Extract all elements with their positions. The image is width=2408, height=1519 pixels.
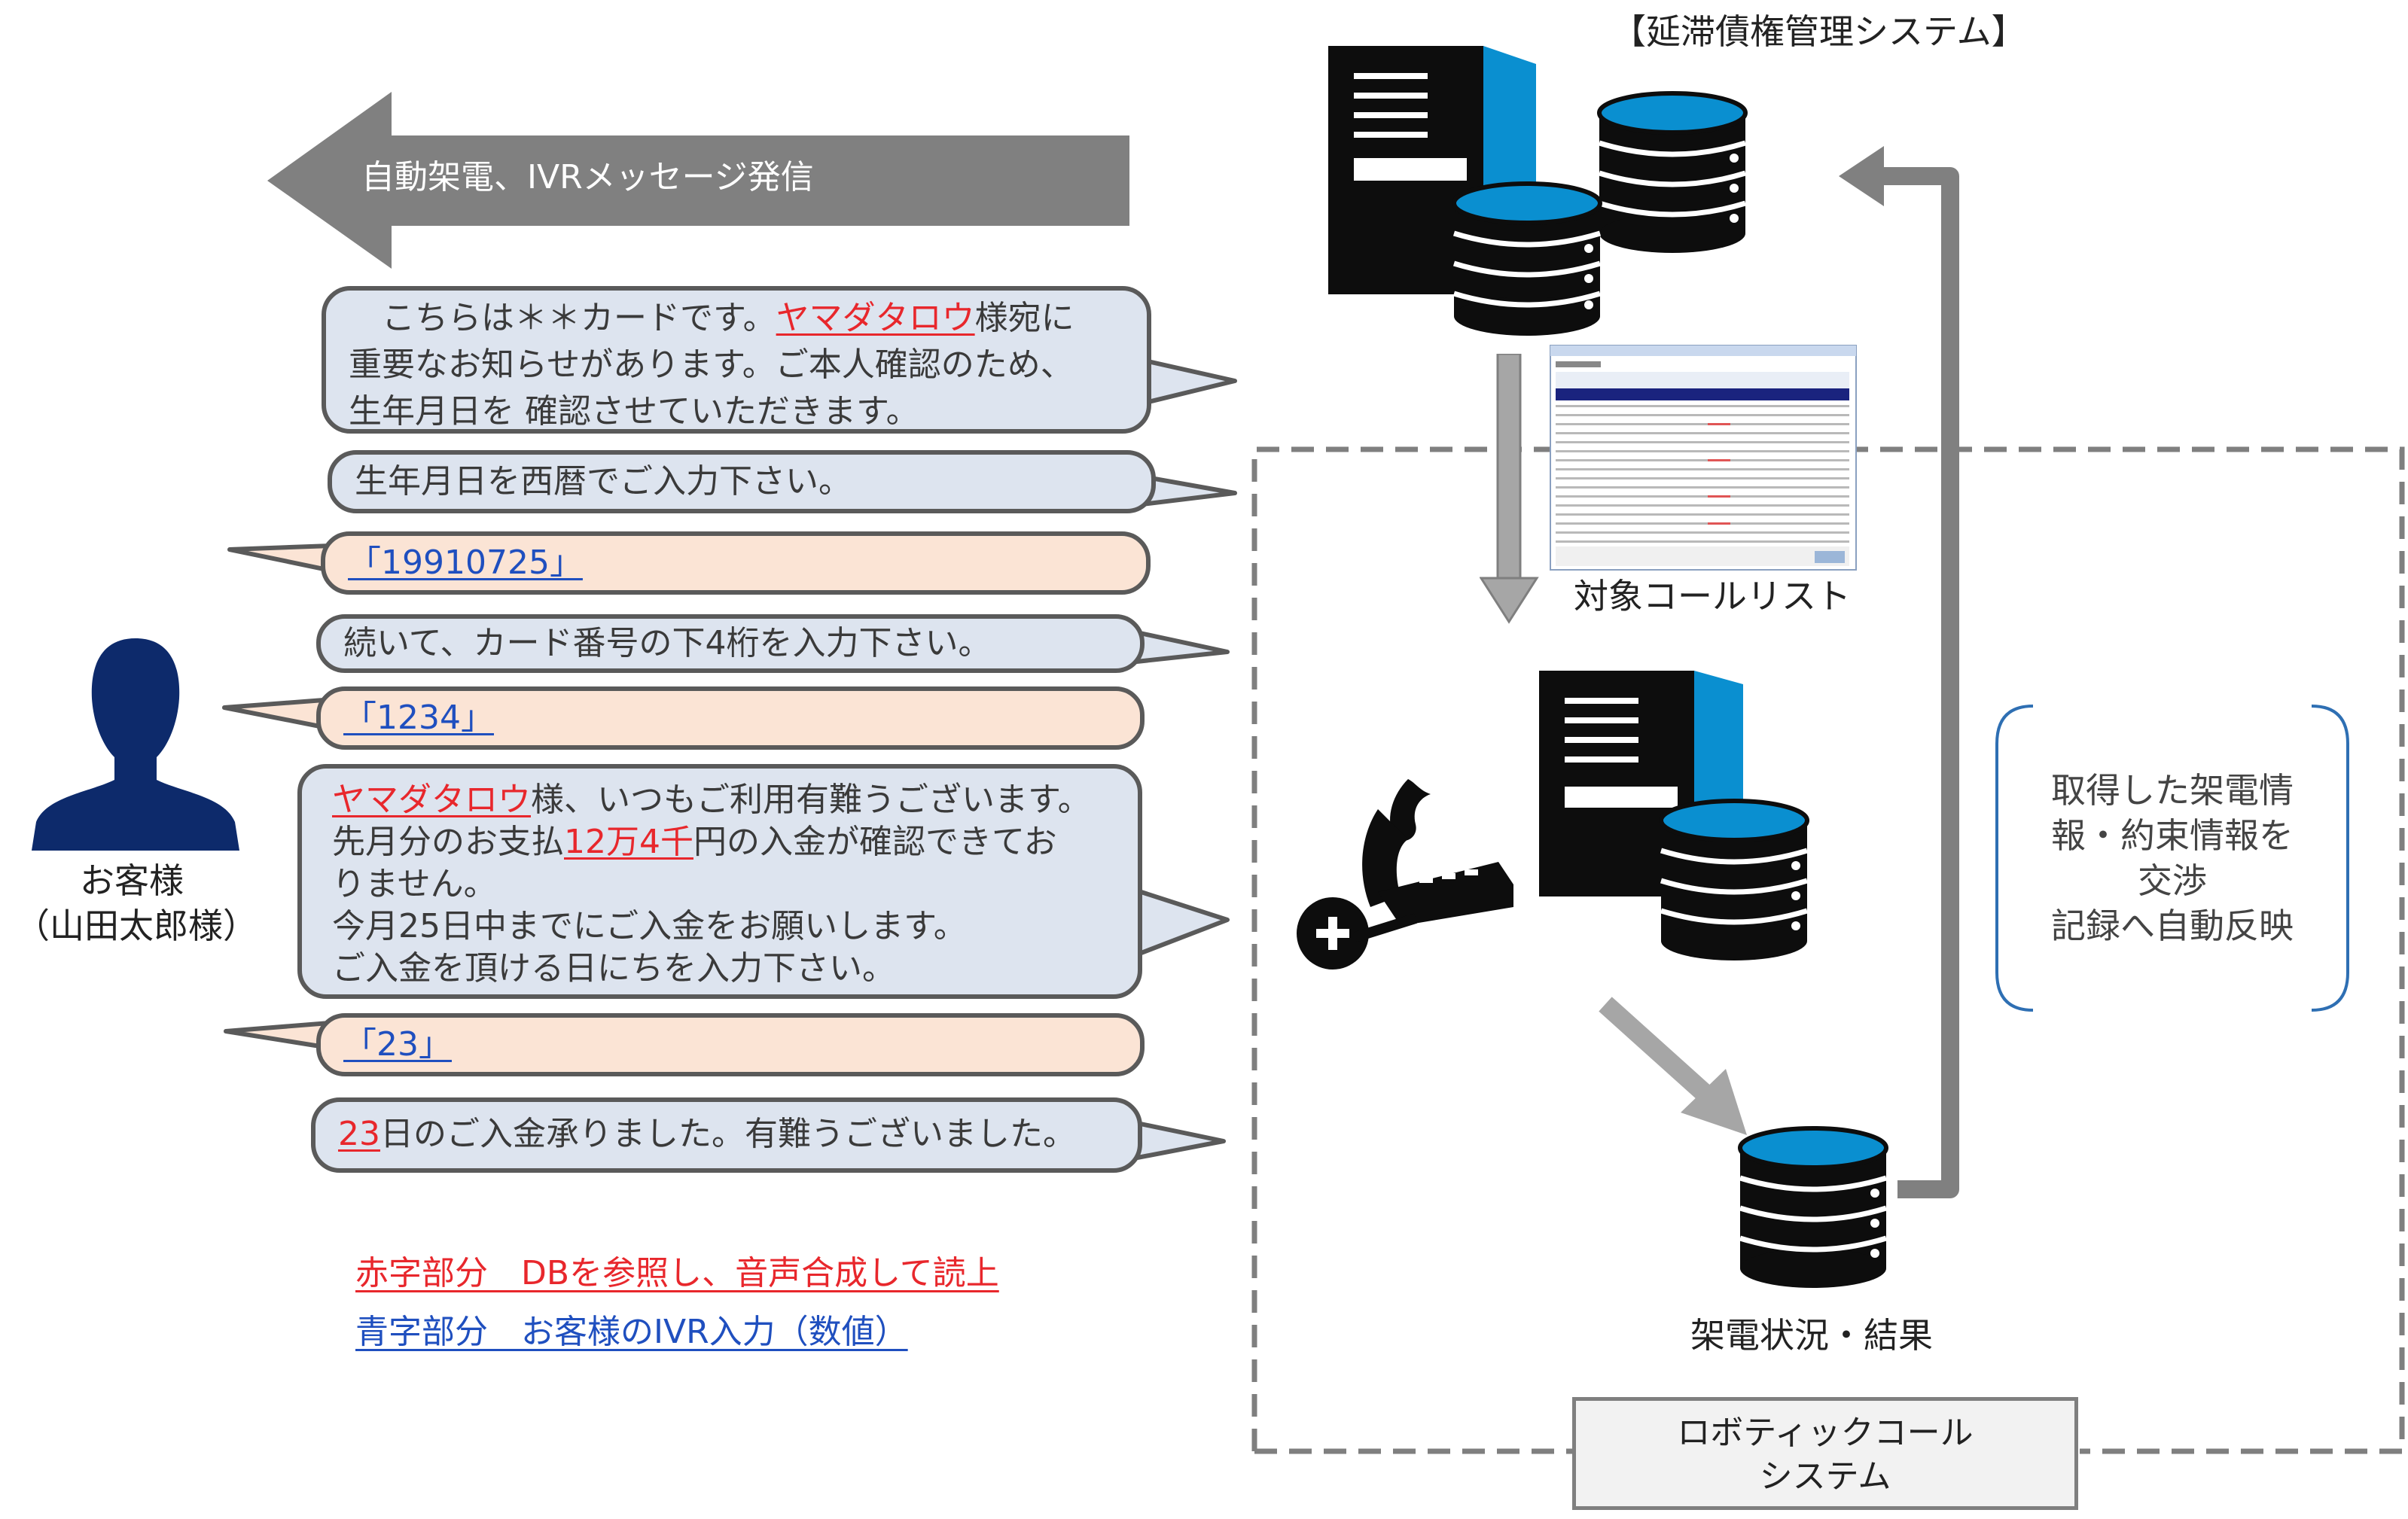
feedback-note: 取得した架電情 報・約束情報を 交渉 記録へ自動反映 [2051,770,2294,946]
collection-db-icon-front [1452,181,1602,336]
call-list-label: 対象コールリスト [1574,576,1851,616]
customer-input-birthdate: 「19910725」 [321,531,1151,595]
download-arrow [1480,354,1539,624]
ivr-message-confirmation: 23日のご入金承りました。有難うございました。 [311,1097,1142,1173]
customer-label: お客様 （山田太郎様） [15,860,258,946]
call-list-screenshot [1550,345,1857,571]
customer-name-kana: ヤマダタロウ [776,299,975,337]
result-label: 架電状況・結果 [1690,1315,1933,1356]
ivr-message-payment-request: ヤマダタロウ様、いつもご利用有難うございます。 先月分のお支払12万4千円の入金… [297,764,1142,999]
robot-arm-icon [1297,779,1513,970]
feedback-arrow [1839,146,1959,1198]
ivr-message-intro: こちらは＊＊カードです。ヤマダタロウ様宛に 重要なお知らせがあります。ご本人確認… [322,286,1151,434]
ivr-message-birthdate: 生年月日を西暦でご入力下さい。 [328,450,1156,513]
customer-input-card-digits: 「1234」 [316,686,1145,750]
customer-input-payment-day: 「23」 [316,1013,1145,1076]
robotic-system-label: ロボティックコール システム [1572,1397,2078,1510]
banner-label: 自動架電、IVRメッセージ発信 [361,158,814,196]
ivr-message-card-digits: 続いて、カード番号の下4桁を入力下さい。 [316,614,1145,673]
collection-db-icon-back [1597,91,1748,253]
legend-red: 赤字部分 DBを参照し、音声合成して読上 [355,1254,999,1292]
robotic-db-icon [1659,799,1809,960]
collection-system-title: 【延滞債権管理システム】 [1611,11,2026,52]
outgoing-call-arrow [267,92,1129,269]
record-arrow [1599,997,1747,1135]
legend-blue: 青字部分 お客様のIVR入力（数値） [355,1313,908,1351]
result-db-icon [1738,1126,1888,1288]
feedback-note-brackets [1995,705,2349,1012]
customer-person-icon [32,638,239,851]
